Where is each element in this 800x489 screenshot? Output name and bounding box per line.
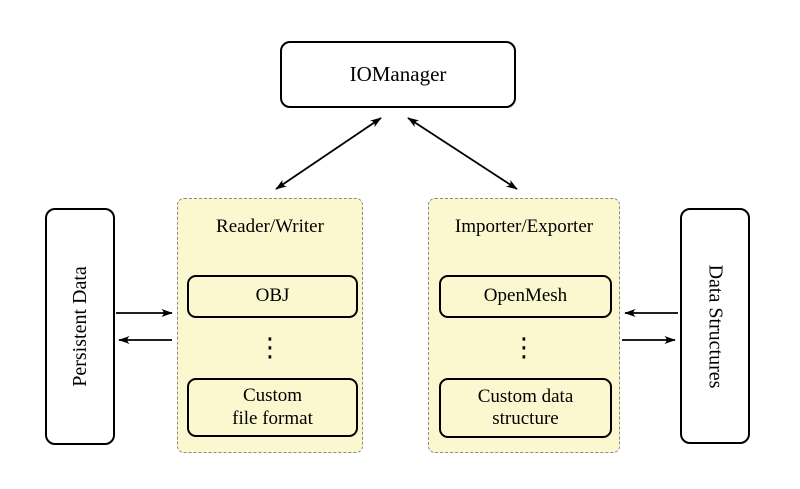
group-importer-exporter-title: Importer/Exporter <box>454 216 594 237</box>
node-obj: OBJ <box>187 275 358 318</box>
node-obj-label: OBJ <box>255 285 290 307</box>
node-custom-file-format-line1: Custom <box>242 385 303 407</box>
node-persistent-data: Persistent Data <box>45 208 115 445</box>
node-iomanager: IOManager <box>280 41 516 108</box>
arrow-iomanager-readerwriter <box>275 117 382 190</box>
vertical-ellipsis-icon: ⋮ <box>257 333 283 363</box>
arrow-iomanager-importerexporter <box>407 117 518 190</box>
node-custom-file-format: Custom file format <box>187 378 358 437</box>
group-reader-writer: Reader/Writer OBJ ⋮ Custom file format <box>177 198 363 453</box>
node-custom-file-format-line2: file format <box>232 407 313 429</box>
node-iomanager-label: IOManager <box>349 62 447 86</box>
node-openmesh: OpenMesh <box>439 275 612 318</box>
node-persistent-data-label: Persistent Data <box>68 266 91 387</box>
vertical-ellipsis-icon: ⋮ <box>511 333 537 363</box>
node-openmesh-label: OpenMesh <box>483 285 568 307</box>
node-data-structures: Data Structures <box>680 208 750 444</box>
node-data-structures-label: Data Structures <box>704 264 727 388</box>
group-reader-writer-title: Reader/Writer <box>216 216 324 237</box>
node-custom-data-structure-line1: Custom data <box>477 385 574 407</box>
node-custom-data-structure-line2: structure <box>492 408 559 429</box>
node-custom-data-structure: Custom data structure <box>439 378 612 438</box>
group-importer-exporter: Importer/Exporter OpenMesh ⋮ Custom data… <box>428 198 620 453</box>
